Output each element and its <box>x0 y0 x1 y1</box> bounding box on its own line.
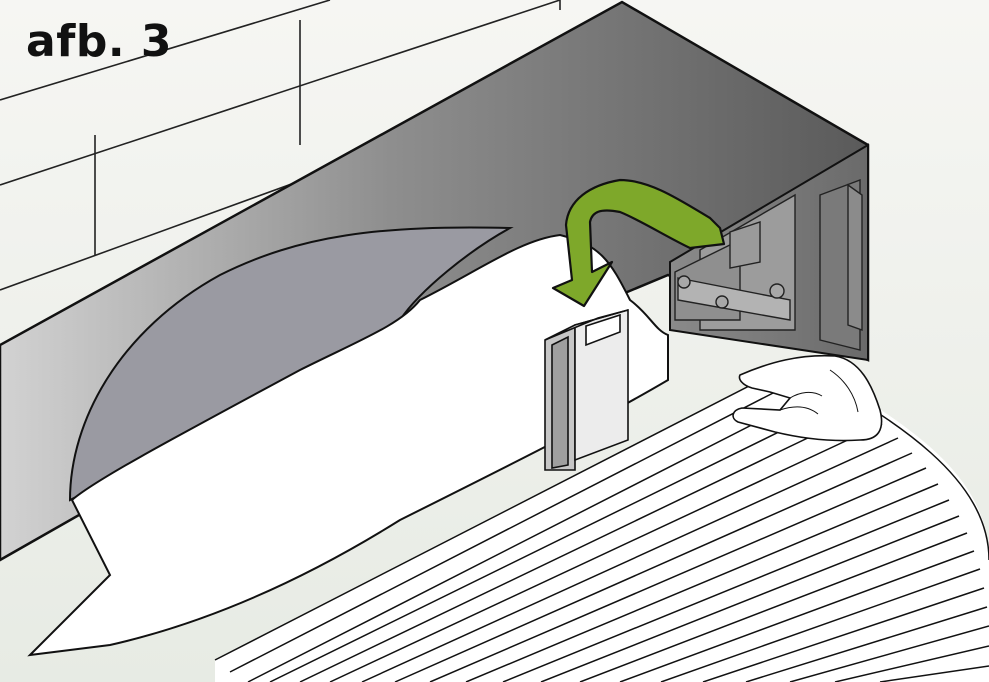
hand-icon <box>732 354 883 442</box>
curved-down-arrow-icon <box>551 178 726 308</box>
figure-label: afb. 3 <box>26 16 172 67</box>
hand-detail <box>779 369 859 415</box>
mechanism-bracket <box>674 178 863 351</box>
guide-rail-profile <box>544 308 629 471</box>
cutaway-area <box>27 233 669 657</box>
roller-shutter-slats <box>214 360 989 682</box>
